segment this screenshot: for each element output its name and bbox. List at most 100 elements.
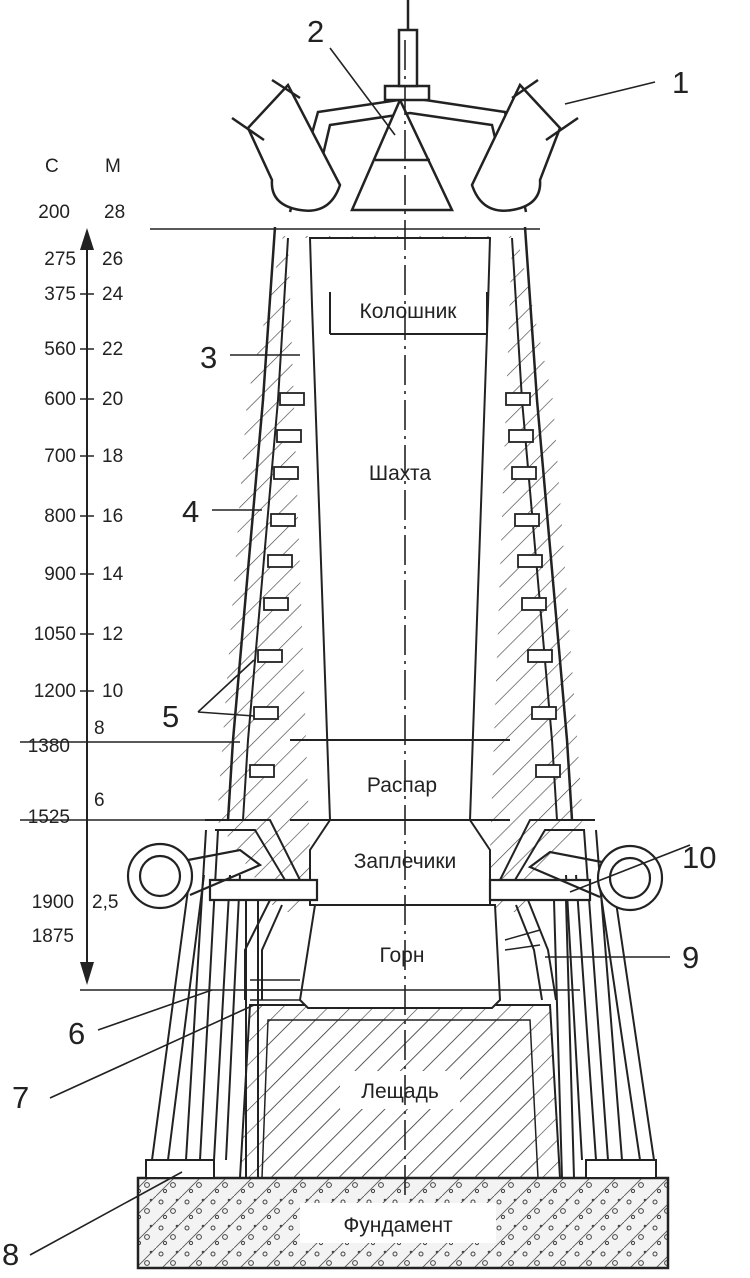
scale-c-value: 1875 bbox=[32, 926, 74, 947]
level-lines bbox=[20, 741, 240, 821]
cooling-plate bbox=[508, 429, 534, 443]
height-scale: С М 200 28 275 26 375 24 560 22 600 20 7… bbox=[28, 156, 125, 985]
zone-label-belly: Распар bbox=[367, 774, 437, 797]
scale-m-value: 18 bbox=[102, 446, 123, 467]
cooling-plate bbox=[511, 466, 537, 480]
bosh-supports bbox=[205, 819, 595, 881]
cooling-plate bbox=[279, 392, 305, 406]
zone-label-bosh: Заплечики bbox=[354, 850, 457, 873]
bustle-pipe-left-inner bbox=[138, 854, 182, 898]
scale-c-value: 560 bbox=[44, 339, 76, 360]
scale-m-value: 8 bbox=[94, 718, 105, 739]
callouts: 1 2 3 4 5 6 7 8 9 10 bbox=[2, 14, 716, 1272]
cooling-plate bbox=[527, 649, 553, 663]
zone-label-hearth: Горн bbox=[380, 944, 425, 967]
scale-m-value: 28 bbox=[104, 202, 125, 223]
cooling-plate bbox=[505, 392, 531, 406]
top-offtake-cap-left-a bbox=[231, 116, 265, 142]
scale-m-value: 14 bbox=[102, 564, 124, 585]
zone-label-top: Колошник bbox=[360, 300, 458, 323]
hearth-bottom-lining bbox=[238, 1004, 562, 1179]
tuyere-line bbox=[504, 929, 541, 941]
tuyere-bricks bbox=[250, 929, 541, 1001]
scale-c-value: 1200 bbox=[34, 681, 76, 702]
scale-c-value: 900 bbox=[44, 564, 76, 585]
lining-outer-edge bbox=[242, 237, 558, 821]
leader-line-2 bbox=[329, 47, 396, 136]
furnace-shell bbox=[226, 226, 574, 821]
charging-cone bbox=[350, 96, 454, 212]
zone-label-shaft: Шахта bbox=[369, 462, 432, 485]
zone-boundaries bbox=[290, 292, 510, 821]
callout-6: 6 bbox=[68, 1016, 85, 1051]
top-flange bbox=[383, 84, 431, 102]
cooling-plate bbox=[263, 597, 289, 611]
hearth-wall-right bbox=[515, 899, 557, 1001]
bustle-pipe-left bbox=[126, 842, 263, 910]
zone-labels: Колошник Шахта Распар Заплечики Горн Лещ… bbox=[343, 300, 457, 1237]
column-right-3 bbox=[565, 874, 597, 1161]
column-right-outer bbox=[597, 874, 655, 1161]
scale-c-value: 375 bbox=[44, 284, 76, 305]
mantle-ring-right bbox=[488, 878, 592, 902]
zone-label-foundation: Фундамент bbox=[343, 1214, 453, 1237]
leader-line-10 bbox=[569, 844, 691, 893]
cooling-plate bbox=[531, 706, 557, 720]
scale-c-value: 1050 bbox=[34, 624, 76, 645]
top-offtake-cap-left-b bbox=[271, 78, 301, 100]
scale-m-value: 22 bbox=[102, 339, 123, 360]
top-rod bbox=[397, 28, 419, 88]
scale-m-value: 16 bbox=[102, 506, 123, 527]
scale-arrow-top bbox=[80, 228, 94, 250]
tuyere-line bbox=[504, 944, 541, 951]
scale-c-value: 700 bbox=[44, 446, 76, 467]
bottom-label-bg bbox=[340, 1071, 460, 1109]
scale-m-value: 10 bbox=[102, 681, 123, 702]
callout-8: 8 bbox=[2, 1237, 19, 1272]
cooling-plate bbox=[535, 764, 561, 778]
cooling-plate bbox=[273, 466, 299, 480]
hearth-jacket-right bbox=[553, 899, 575, 1179]
leader-line-1 bbox=[564, 81, 656, 105]
scale-c-value: 1380 bbox=[28, 736, 70, 757]
mantle-ring bbox=[208, 878, 592, 902]
cooling-plate bbox=[253, 706, 279, 720]
callout-1: 1 bbox=[672, 65, 689, 100]
scale-m-value: 12 bbox=[102, 624, 123, 645]
leader-line-8 bbox=[29, 1171, 183, 1256]
callout-4: 4 bbox=[182, 494, 199, 529]
scale-arrow-bottom bbox=[80, 962, 94, 985]
callout-2: 2 bbox=[307, 14, 324, 49]
scale-c-value: 1525 bbox=[28, 807, 70, 828]
callout-10: 10 bbox=[682, 840, 716, 875]
column-base-left bbox=[145, 1159, 215, 1179]
top-offtake-cap-right-a bbox=[545, 116, 579, 142]
column-left-3 bbox=[213, 874, 241, 1161]
top-gas-offtake-left bbox=[246, 82, 342, 212]
scale-m-value: 26 bbox=[102, 249, 123, 270]
scale-c-value: 275 bbox=[44, 249, 76, 270]
foundation bbox=[136, 1159, 670, 1270]
bustle-pipe-right-inner bbox=[608, 856, 652, 900]
callout-3: 3 bbox=[200, 340, 217, 375]
cooling-plates bbox=[249, 392, 561, 778]
leader-line-7 bbox=[49, 1004, 255, 1099]
cooling-plate bbox=[521, 597, 547, 611]
bosh-support-left bbox=[205, 819, 301, 881]
leader-line-5 bbox=[197, 659, 255, 717]
scale-c-value: 600 bbox=[44, 389, 76, 410]
bustle-pipe-right-arm bbox=[527, 850, 603, 899]
scale-c-value: 800 bbox=[44, 506, 76, 527]
column-base-right bbox=[585, 1159, 657, 1179]
zone-label-bottom: Лещадь bbox=[361, 1080, 439, 1103]
scale-m-value: 6 bbox=[94, 790, 105, 811]
column-left-outer bbox=[151, 874, 205, 1161]
callout-9: 9 bbox=[682, 940, 699, 975]
callout-5: 5 bbox=[162, 699, 179, 734]
bustle-pipe-left-arm bbox=[187, 848, 263, 897]
cooling-plate bbox=[517, 554, 543, 568]
cooling-plate bbox=[270, 513, 296, 527]
scale-col-c-header: С bbox=[45, 156, 59, 177]
scale-m-value: 20 bbox=[102, 389, 123, 410]
